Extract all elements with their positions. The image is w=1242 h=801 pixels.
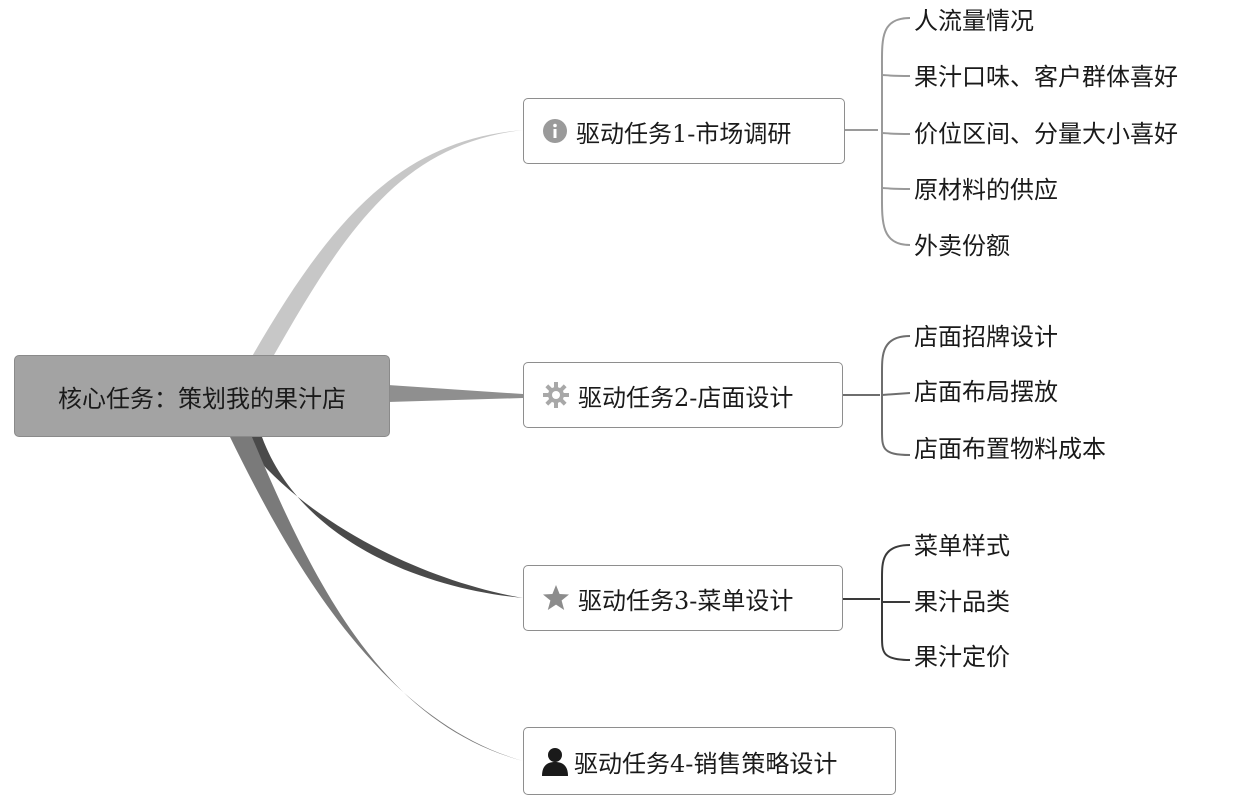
person-icon [540,746,570,776]
leaf-item[interactable]: 人流量情况 [914,7,1034,35]
leaf-item[interactable]: 原材料的供应 [914,176,1058,204]
branch-label-1: 驱动任务1-市场调研 [576,119,792,148]
leaf-item[interactable]: 果汁品类 [914,588,1010,616]
connector-branch-1 [250,130,523,362]
connector-branch-2 [388,385,523,402]
brace-branch-3 [843,544,911,661]
leaf-item[interactable]: 店面布置物料成本 [914,435,1106,463]
branch-node-4[interactable]: 驱动任务4-销售策略设计 [523,727,896,795]
leaf-item[interactable]: 果汁口味、客户群体喜好 [914,63,1178,91]
branch-node-1[interactable]: 驱动任务1-市场调研 [523,98,845,164]
branch-label-4: 驱动任务4-销售策略设计 [574,749,838,778]
leaf-item[interactable]: 菜单样式 [914,532,1010,560]
connector-branch-4 [230,437,523,761]
leaf-item[interactable]: 店面布局摆放 [914,378,1058,406]
leaf-item[interactable]: 店面招牌设计 [914,323,1058,351]
leaf-item[interactable]: 果汁定价 [914,643,1010,671]
branch-node-2[interactable]: 驱动任务2-店面设计 [523,362,843,428]
star-icon [542,584,570,612]
brace-branch-1 [845,17,911,246]
leaf-item[interactable]: 外卖份额 [914,232,1010,260]
info-icon [542,118,568,144]
branch-label-3: 驱动任务3-菜单设计 [578,586,794,615]
leaf-item[interactable]: 价位区间、分量大小喜好 [914,120,1178,148]
central-topic[interactable]: 核心任务：策划我的果汁店 [14,355,390,437]
connector-branch-3 [240,437,523,598]
gear-icon [542,381,570,409]
brace-branch-2 [843,335,911,456]
branch-node-3[interactable]: 驱动任务3-菜单设计 [523,565,843,631]
central-topic-label: 核心任务：策划我的果汁店 [58,384,346,413]
branch-label-2: 驱动任务2-店面设计 [578,383,794,412]
